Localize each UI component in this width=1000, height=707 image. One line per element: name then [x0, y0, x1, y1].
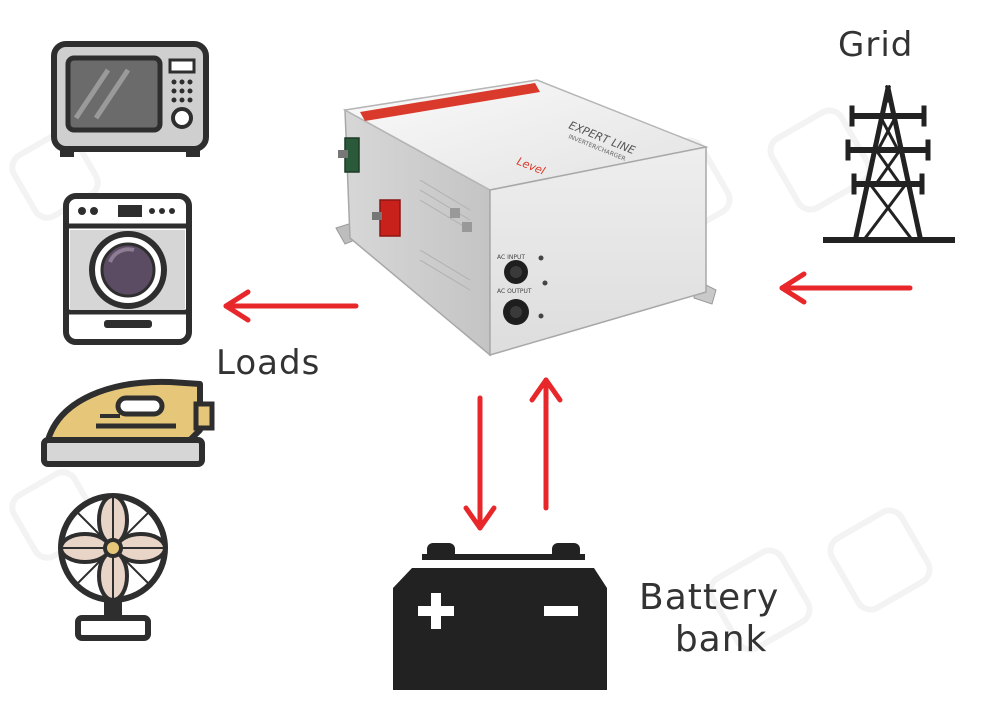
- iron-icon: [41, 378, 215, 467]
- ac-output-label: AC OUTPUT: [497, 288, 532, 295]
- washing-machine-icon: [63, 193, 192, 345]
- battery-label-line1: Battery: [639, 577, 780, 618]
- battery-label-line2: bank: [674, 619, 768, 661]
- inverter-charger-unit: EXPERT LINE INVERTER/CHARGER Level AC IN…: [335, 79, 717, 357]
- grid-label: Grid: [838, 25, 914, 65]
- microwave-icon: [51, 41, 209, 157]
- arrow-from-grid: [779, 271, 913, 305]
- grid-tower-icon: [823, 85, 955, 243]
- arrow-to-loads: [223, 289, 359, 323]
- loads-label: Loads: [216, 343, 321, 383]
- arrow-from-battery: [529, 377, 563, 511]
- arrow-to-battery: [463, 395, 497, 531]
- battery-bank-icon: [393, 543, 607, 690]
- ac-input-label: AC INPUT: [497, 254, 525, 261]
- battery-bank-label: Battery bank: [639, 577, 779, 662]
- fan-icon: [58, 493, 168, 641]
